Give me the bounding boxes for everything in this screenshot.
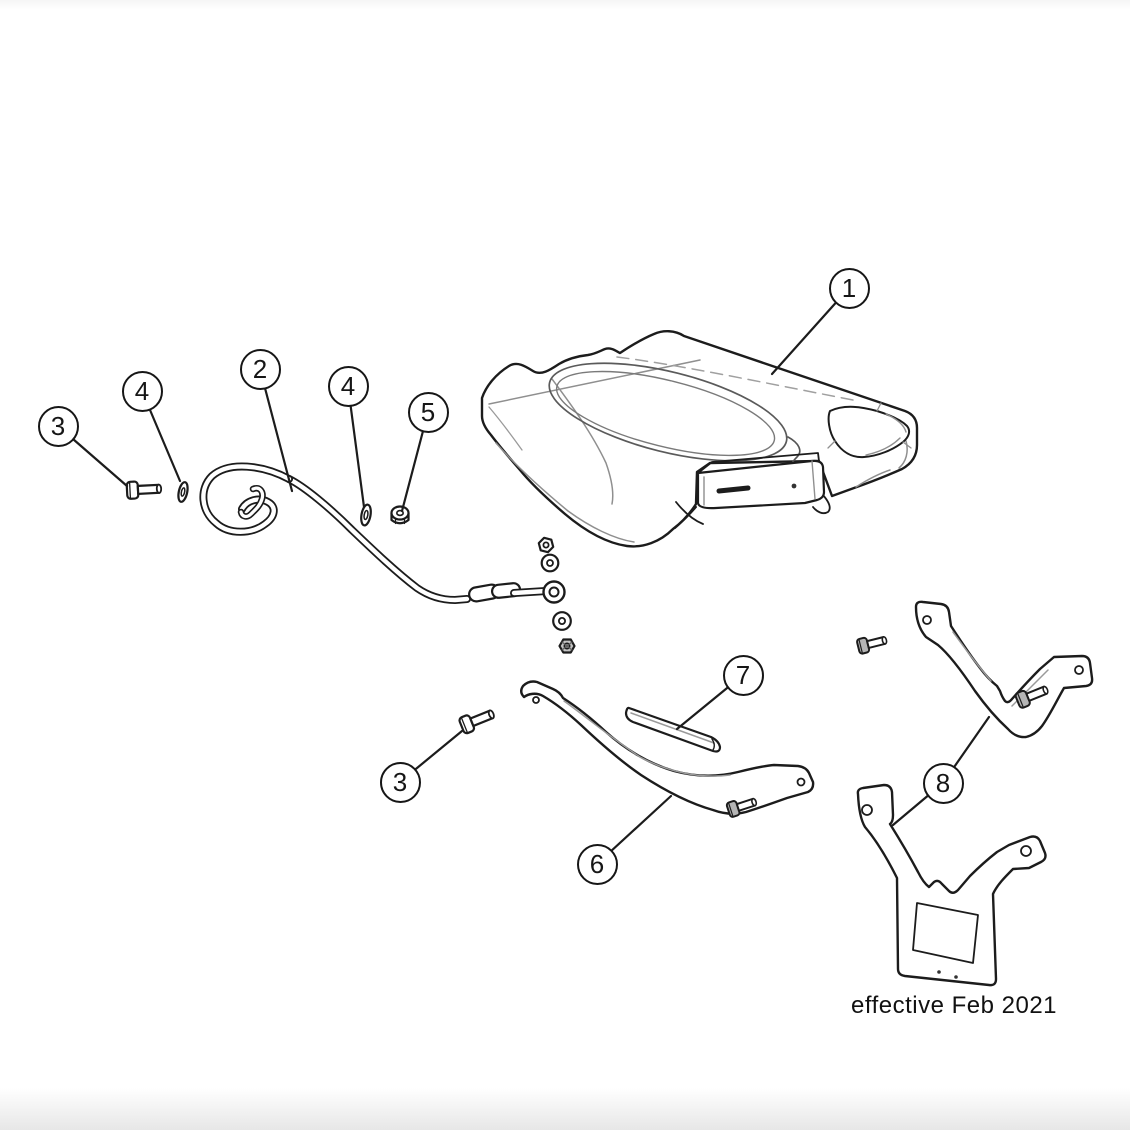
seat-oval-recess: [548, 362, 788, 462]
bracket-cutout: [912, 902, 979, 964]
cable-end-ring: [542, 580, 566, 604]
callout-8: 8: [922, 762, 964, 804]
part-3-bolt-lower: [458, 709, 495, 735]
callout-3-lower: 3: [379, 761, 421, 803]
part-8-bracket-lower: [856, 783, 1047, 987]
part-7-strip: [624, 706, 722, 753]
bracket-hole: [796, 777, 806, 787]
panel-pin-hole: [791, 483, 797, 489]
stack-nut-upper: [537, 536, 555, 554]
callout-4-right: 4: [327, 365, 369, 407]
callout-2: 2: [239, 348, 281, 390]
bracket-hole: [1074, 665, 1084, 675]
hardware-stack: [537, 536, 576, 654]
cowl-right-pocket: [827, 402, 912, 459]
part-4-washer-left: [177, 481, 189, 503]
part-4-washer-right: [360, 503, 372, 527]
cable-chain-links: [468, 582, 522, 603]
loose-bolt-right: [856, 636, 888, 655]
bracket-hole: [532, 696, 540, 704]
callout-5: 5: [407, 391, 449, 433]
effectivity-note: effective Feb 2021: [851, 992, 1058, 1019]
part-8-bracket-upper: [914, 600, 1094, 739]
cowl-side-panel: [696, 452, 826, 510]
callout-6: 6: [576, 843, 618, 885]
bracket-hole: [922, 615, 932, 625]
cable-hook: [237, 485, 266, 520]
stack-washer-upper: [540, 553, 560, 573]
bracket-8-bolt: [1014, 685, 1049, 709]
bracket-6-bolt: [725, 797, 758, 818]
callout-1: 1: [828, 267, 870, 309]
bracket-hole: [1020, 845, 1032, 857]
part-5-nut: [390, 505, 410, 525]
part-2-release-cable: [199, 462, 566, 604]
part-6-bracket: [520, 680, 815, 818]
part-3-bolt-left: [125, 480, 163, 500]
callout-7: 7: [722, 654, 764, 696]
bracket-hole: [861, 804, 873, 816]
stack-nut-lower: [558, 638, 576, 654]
callout-3-left: 3: [37, 405, 79, 447]
stack-washer-lower: [552, 611, 572, 631]
callout-4-left: 4: [121, 370, 163, 412]
part-1-seat-cowl: [480, 330, 919, 548]
